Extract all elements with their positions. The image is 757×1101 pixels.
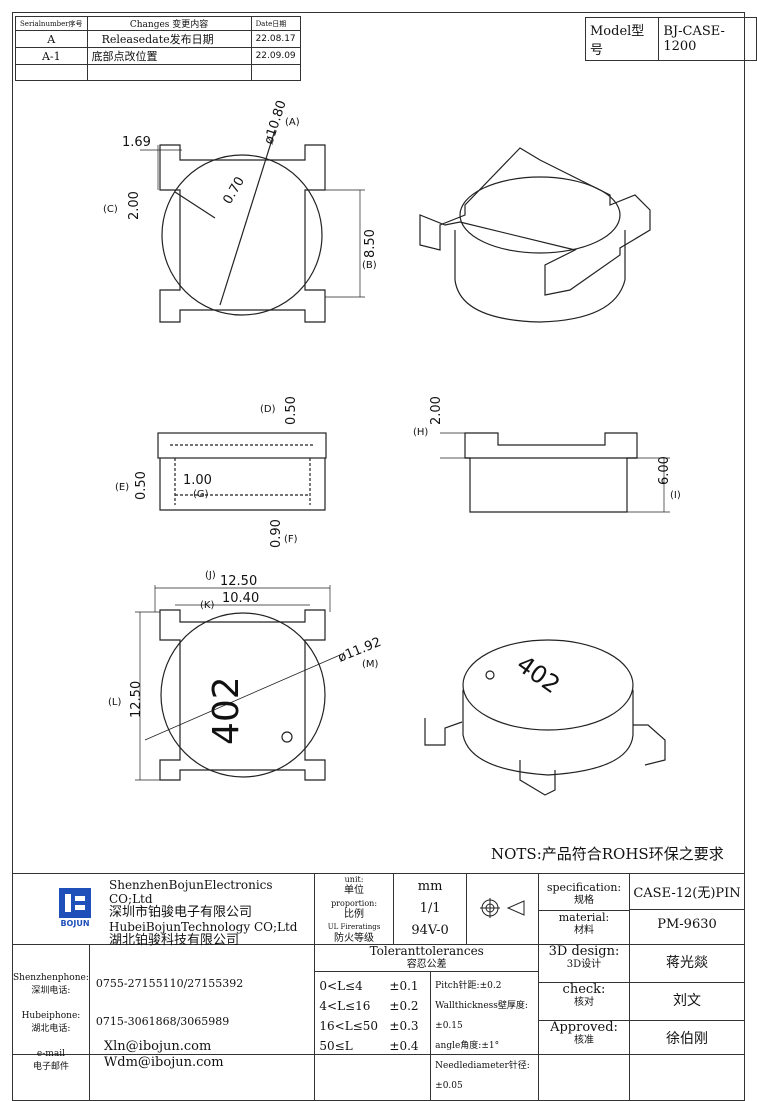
dim-bottom-k: 10.40 [222,591,259,606]
notes-text: NOTS:产品符合ROHS环保之要求 [491,845,724,863]
rev-serial: A-1 [15,47,88,65]
label-k: (K) [200,600,214,611]
dim-side-i: 6.00 [657,456,672,485]
spec-labels: specification:规格 material:材料 [538,873,630,945]
label-i: (I) [670,490,681,501]
shenzhen-phone: 0755-27155110/27155392 [95,976,244,990]
email-1: Xln@ibojun.com [103,1038,212,1054]
email-2: Wdm@ibojun.com [103,1054,224,1070]
rev-change: 底部点改位置 [86,47,252,65]
label-a: (A) [285,117,300,128]
dim-top-height: 2.00 [127,191,142,220]
projection-symbol [466,873,539,945]
signoff-values: 蒋光燚 刘文 徐伯刚 [629,944,745,1101]
dim-front-e: 0.50 [134,471,149,500]
label-c: (C) [103,204,118,215]
dim-top-radius: 0.70 [220,174,247,207]
spec-values: CASE-12(无)PIN PM-9630 [629,873,745,945]
checker-name: 刘文 [630,983,744,1021]
projection-icon [479,897,525,918]
dim-bottom-j: 12.50 [220,574,257,589]
label-l: (L) [108,697,121,708]
technical-drawing: ø10.80 (A) 1.69 2.00 (C) 0.70 8.50 (B) (… [103,99,681,796]
dim-bottom-l: 12.50 [129,681,144,718]
company-name-cn-1: 深圳市铂骏电子有限公司 [109,905,253,920]
company-cell: BOJUN ShenzhenBojunElectronics CO;Ltd 深圳… [11,873,316,948]
label-m: (M) [362,659,379,670]
dim-front-d: 0.50 [284,396,299,425]
contact-values: 0755-27155110/27155392 0715-3061868/3065… [88,944,316,1101]
dim-top-b: 8.50 [363,229,378,258]
rev-date [250,64,301,81]
hubei-phone: 0715-3061868/3065989 [95,1014,230,1028]
contact-labels: Shenzhenphone:深圳电话: Hubeiphone:湖北电话: e-m… [12,944,90,1101]
unit-value: mm [417,879,443,894]
ul-value: 94V-0 [411,923,449,938]
label-g: (G) [193,489,209,500]
label-f: (F) [284,534,298,545]
model-label: Model型号 [584,17,660,61]
label-h: (H) [413,427,428,438]
signoff-labels: 3D design:3D设计 check:核对 Approved:核准 [538,944,630,1101]
spec-value: CASE-12(无)PIN [633,885,741,901]
model-value: BJ-CASE-1200 [658,17,757,61]
dim-side-h: 2.00 [429,396,444,425]
company-name-en-1: ShenzhenBojunElectronics CO;Ltd [109,878,273,906]
bojun-logo: BOJUN [55,888,95,928]
dim-front-g: 1.00 [183,473,212,488]
title-block: BOJUN ShenzhenBojunElectronics CO;Ltd 深圳… [11,873,745,1101]
designer-name: 蒋光燚 [630,945,744,983]
revision-table: Serialnumber序号 Changes 变更内容 Date日期 A Rel… [15,16,301,81]
company-name-en-2: HubeiBojunTechnology CO;Ltd [109,920,298,934]
proportion-value: 1/1 [419,901,441,916]
bottom-marking: 402 [206,676,247,745]
label-j: (J) [205,570,216,581]
label-d: (D) [260,404,276,415]
company-name-cn-2: 湖北铂骏科技有限公司 [109,933,240,948]
approver-name: 徐伯刚 [666,1031,708,1047]
iso-marking: 402 [512,650,566,699]
label-b: (B) [362,260,377,271]
meta-values: mm 1/1 94V-0 [392,873,468,945]
material-value: PM-9630 [630,908,744,940]
dim-top-width: 1.69 [122,135,151,150]
dim-front-f: 0.90 [269,519,284,548]
model-box: Model型号 BJ-CASE-1200 [584,17,757,61]
label-e: (E) [115,482,129,493]
